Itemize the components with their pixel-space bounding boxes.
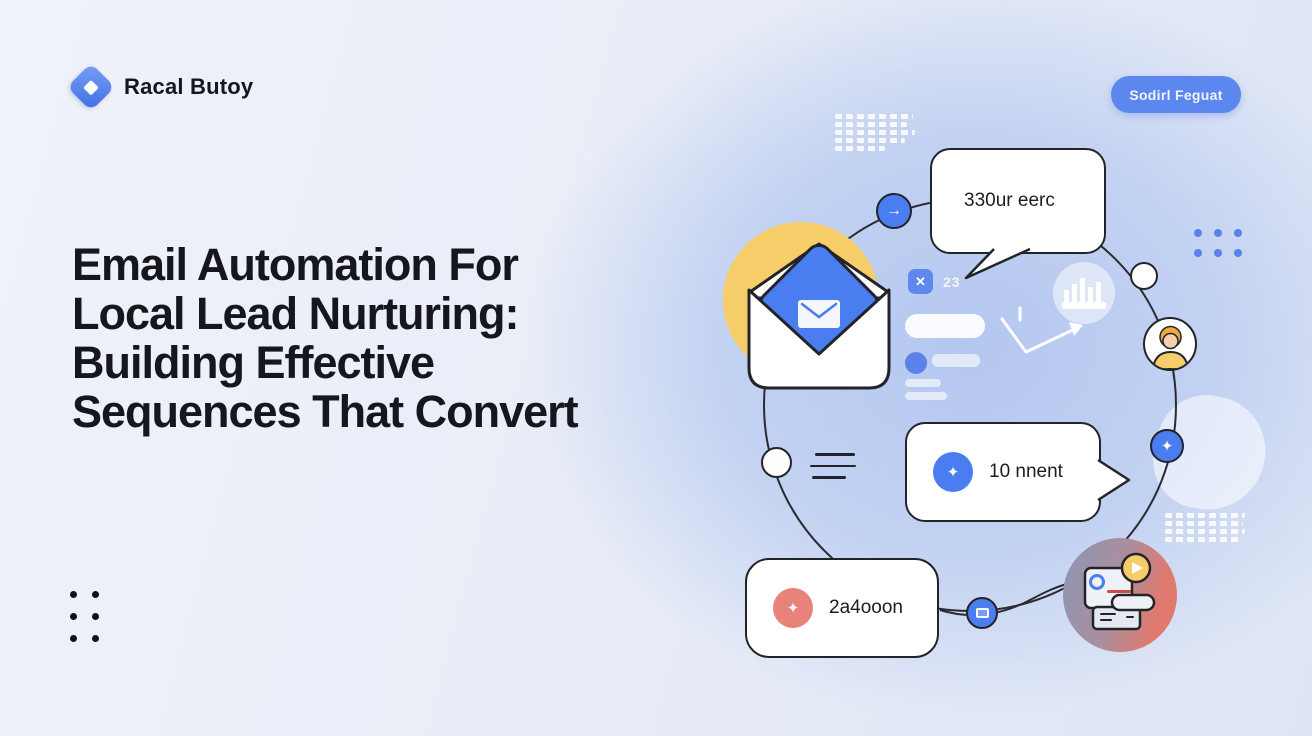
mini-browser-illustration — [1083, 552, 1156, 631]
open-envelope-icon — [747, 242, 891, 390]
sparkle-icon: ✦ — [1160, 438, 1174, 455]
arrow-node-icon[interactable]: → — [876, 193, 912, 229]
dot-icon — [92, 635, 99, 642]
x-badge-icon[interactable]: ✕ — [908, 269, 933, 294]
diamond-logo-icon — [66, 62, 116, 112]
bubble-tail — [964, 247, 1031, 280]
logo[interactable]: Racal Butoy — [66, 62, 254, 112]
diamond-sparkle-icon: ✦ — [773, 588, 813, 628]
dot-icon — [70, 613, 77, 620]
bubble-tail — [1097, 458, 1131, 502]
card-bottom: ✦ 2a4ooon — [745, 558, 939, 658]
speech-bubble-middle: ✦ 10 nnent — [905, 422, 1131, 522]
speech-bubble-top-text: 330ur eerc — [964, 190, 1055, 211]
dot-icon — [1214, 229, 1222, 237]
x-widget: ✕ 23 — [908, 269, 961, 294]
diamond-logo-inner — [83, 79, 99, 95]
decor-list-widget — [905, 352, 980, 400]
speech-bubble-middle-text: 10 nnent — [989, 461, 1063, 482]
dot-icon — [1194, 229, 1202, 237]
bar-chart-icon — [1062, 278, 1106, 309]
logo-text: Racal Butoy — [124, 74, 254, 99]
dot-icon — [1234, 229, 1242, 237]
header-cta-button[interactable]: Sodirl Feguat — [1111, 76, 1241, 113]
card-bottom-text: 2a4ooon — [829, 597, 903, 618]
person-icon — [1151, 325, 1189, 369]
orbit-node — [761, 447, 792, 478]
image-icon — [975, 608, 989, 618]
trend-arrow-icon — [1000, 306, 1083, 354]
orbit-node — [1130, 262, 1158, 290]
dot-icon — [92, 613, 99, 620]
image-node-icon[interactable] — [966, 597, 998, 629]
diamond-sparkle-icon: ✦ — [933, 452, 973, 492]
decor-dots-bottom-left — [70, 591, 99, 642]
dot-icon — [1214, 249, 1222, 257]
decor-pill — [905, 314, 985, 338]
gradient-circle — [1063, 538, 1177, 652]
dot-icon — [92, 591, 99, 598]
blue-dot-icon — [905, 352, 927, 374]
speech-bubble-top: 330ur eerc — [930, 148, 1106, 280]
x-count: 23 — [943, 273, 961, 290]
plus-node-icon[interactable]: ✦ — [1150, 429, 1184, 463]
chart-bubble — [1053, 262, 1115, 324]
lines-icon — [810, 453, 856, 488]
decor-text-lines-bottom-right — [1165, 513, 1245, 545]
dot-icon — [70, 591, 77, 598]
decor-text-lines-top — [835, 114, 915, 154]
dot-icon — [1234, 249, 1242, 257]
dot-icon — [1194, 249, 1202, 257]
page-title: Email Automation For Local Lead Nurturin… — [72, 239, 579, 438]
dot-icon — [70, 635, 77, 642]
avatar[interactable] — [1143, 317, 1197, 371]
arrow-right-icon: → — [886, 202, 902, 219]
decor-dots-top-right — [1194, 229, 1242, 257]
